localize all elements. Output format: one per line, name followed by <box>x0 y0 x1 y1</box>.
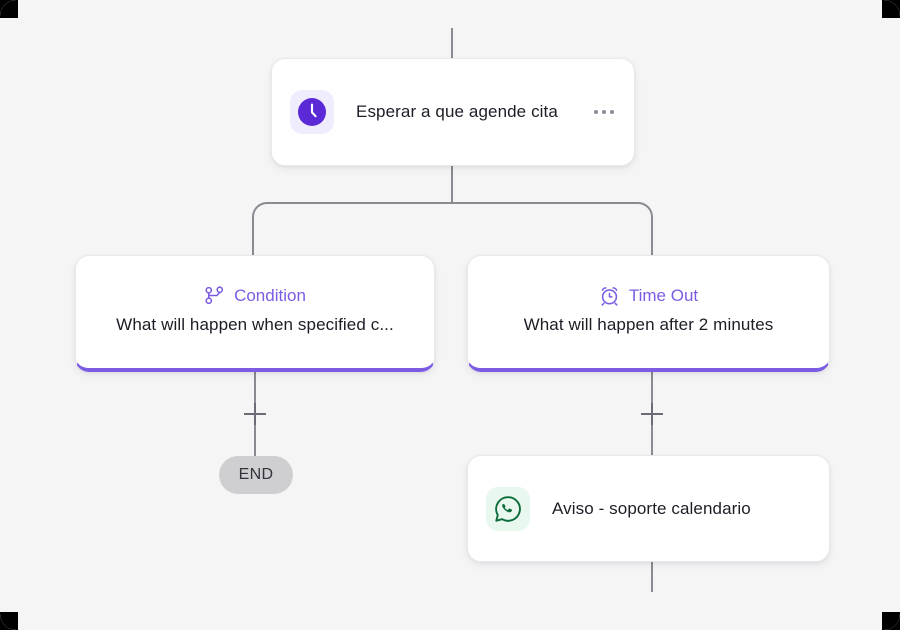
dot-3 <box>610 110 614 114</box>
node-timeout-branch[interactable]: Time Out What will happen after 2 minute… <box>467 255 830 372</box>
whatsapp-icon <box>495 495 521 522</box>
clock-icon-tile <box>290 90 334 134</box>
end-label: END <box>238 466 274 483</box>
dot-2 <box>602 110 606 114</box>
add-node-button-right[interactable] <box>641 403 663 425</box>
node-title: Esperar a que agende cita <box>356 102 558 121</box>
edge-to-timeout <box>452 202 653 255</box>
condition-description: What will happen when specified c... <box>116 315 394 334</box>
node-wait-for-appointment[interactable]: Esperar a que agende cita <box>271 58 635 166</box>
end-node[interactable]: END <box>219 456 293 494</box>
timeout-header: Time Out <box>599 285 698 306</box>
corner-mask-br <box>882 612 900 630</box>
node-condition-branch[interactable]: Condition What will happen when specifie… <box>75 255 435 372</box>
corner-mask-tr <box>882 0 900 18</box>
whatsapp-icon-tile <box>486 486 530 531</box>
dot-1 <box>594 110 598 114</box>
branch-fork-icon <box>205 286 224 305</box>
condition-header: Condition <box>204 285 306 306</box>
node-whatsapp-notice[interactable]: Aviso - soporte calendario <box>467 455 830 562</box>
alarm-clock-icon <box>601 287 618 306</box>
overflow-menu-icon[interactable] <box>584 102 616 122</box>
condition-label: Condition <box>234 285 306 305</box>
node-title: Aviso - soporte calendario <box>552 498 751 518</box>
timeout-label: Time Out <box>628 285 699 305</box>
corner-mask-tl <box>0 0 18 18</box>
clock-icon <box>298 98 326 126</box>
corner-mask-bl <box>0 612 18 630</box>
edge-to-condition <box>252 202 452 255</box>
timeout-description: What will happen after 2 minutes <box>523 315 774 334</box>
add-node-button-left[interactable] <box>244 403 266 425</box>
